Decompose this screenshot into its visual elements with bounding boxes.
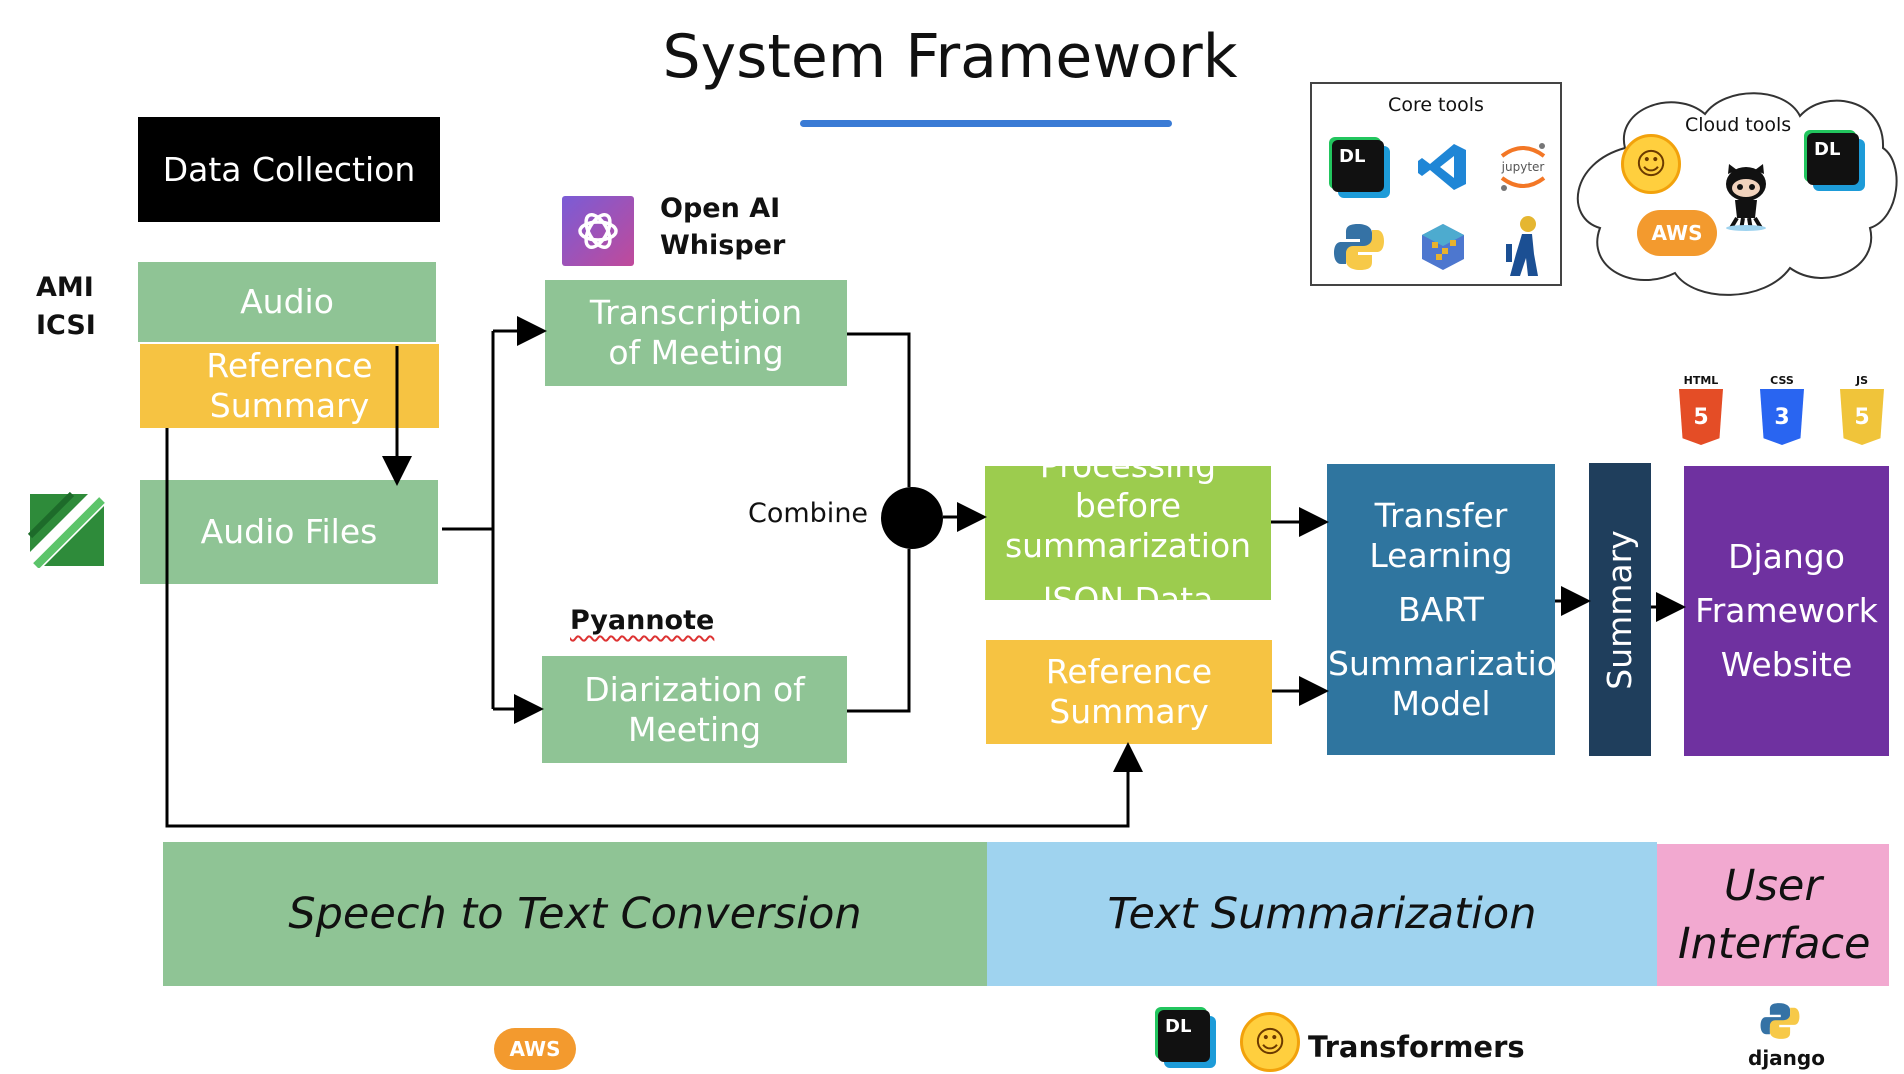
css3-number: 3 <box>1774 404 1790 430</box>
audio-label: Audio <box>240 282 334 321</box>
combine-node <box>881 487 943 549</box>
transformers-label: Transformers <box>1308 1030 1525 1064</box>
datalore-icon-text: DL <box>1339 146 1366 167</box>
html5-icon: 5 <box>1679 389 1723 445</box>
speech-to-text-label: Speech to Text Conversion <box>288 889 862 939</box>
numpy-icon <box>1418 222 1468 272</box>
website-box: Django Framework Website <box>1684 466 1889 756</box>
data-collection-label: Data Collection <box>162 149 416 189</box>
datalore-bottom-icon: DL <box>1158 1010 1210 1062</box>
diarization-to-combine-line <box>847 549 911 713</box>
html5-number: 5 <box>1693 404 1709 430</box>
django-label: django <box>1748 1046 1825 1070</box>
speech-to-text-band: Speech to Text Conversion <box>163 842 987 986</box>
css-badge-caption: CSS <box>1770 374 1794 387</box>
user-interface-label: User Interface <box>1678 861 1871 969</box>
json-data-label: JSON Data <box>1042 580 1214 619</box>
aws-bottom-icon: AWS <box>494 1028 576 1070</box>
datalore-icon-text: DL <box>1814 139 1841 160</box>
page-title: System Framework <box>662 22 1238 92</box>
audio-files-box: Audio Files <box>140 480 438 584</box>
title-underline <box>800 120 1172 127</box>
js-icon: 5 <box>1840 389 1884 445</box>
django-python-icon <box>1752 1000 1808 1042</box>
dataset-label-ami: AMI <box>36 272 94 303</box>
website-label: Website <box>1720 645 1853 684</box>
reference-summary-mid-label: Reference Summary <box>1045 652 1213 731</box>
dataset-label-icsi: ICSI <box>36 310 96 341</box>
cloud-tools-panel: Cloud tools ☺ DL AWS <box>1565 78 1900 306</box>
combine-label: Combine <box>748 498 869 529</box>
core-tools-panel: Core tools DL jupyter <box>1310 82 1562 286</box>
openai-whisper-label: Open AI Whisper <box>660 193 786 261</box>
core-tools-label: Core tools <box>1388 94 1484 116</box>
user-interface-band: User Interface <box>1657 844 1889 986</box>
transcription-to-combine-line <box>847 332 911 487</box>
diarization-label: Diarization of Meeting <box>570 670 820 750</box>
openai-icon <box>562 196 634 266</box>
python-icon <box>1332 220 1386 274</box>
summary-box: Summary <box>1589 463 1651 756</box>
datalore-icon: DL <box>1332 140 1384 192</box>
transcription-label: Transcription of Meeting <box>589 293 803 372</box>
js-number: 5 <box>1854 404 1870 430</box>
pyannote-label: Pyannote <box>570 605 714 636</box>
left-ref-to-mid-ref-arrow <box>165 428 1143 828</box>
transcription-box: Transcription of Meeting <box>545 280 847 386</box>
jupyter-icon: jupyter <box>1494 138 1552 196</box>
datalore-bottom-text: DL <box>1165 1016 1192 1037</box>
html-badge-caption: HTML <box>1683 374 1719 387</box>
bart-label: BART <box>1398 589 1484 629</box>
audio-box: Audio <box>138 262 436 342</box>
text-summarization-label: Text Summarization <box>1107 889 1537 939</box>
diarization-box: Diarization of Meeting <box>542 656 847 763</box>
transfer-learning-label: Transfer Learning <box>1369 495 1513 575</box>
website-framework-label: Framework <box>1695 591 1878 630</box>
cloud-tools-label: Cloud tools <box>1685 114 1792 136</box>
bart-model-box: Transfer Learning BART Summarization Mod… <box>1327 464 1578 755</box>
ffmpeg-icon <box>27 491 106 569</box>
diarization-text: Diarization of Meeting <box>584 669 805 749</box>
js-badge-caption: JS <box>1855 374 1868 387</box>
processing-box: Processing before summarization JSON Dat… <box>985 446 1271 619</box>
reference-summary-mid-box: Reference Summary <box>986 640 1272 744</box>
github-octocat-icon <box>1715 162 1777 232</box>
reference-summary-left-label: Reference Summary <box>206 346 373 425</box>
huggingface-bottom-icon: ☺ <box>1240 1012 1300 1072</box>
pandas-icon <box>1498 214 1548 278</box>
data-collection-header: Data Collection <box>138 117 440 222</box>
jupyter-text: jupyter <box>1501 160 1545 174</box>
aws-icon: AWS <box>1637 210 1717 256</box>
datalore-icon: DL <box>1807 133 1859 185</box>
summarization-model-label: Summarization Model <box>1328 643 1578 723</box>
css3-icon: 3 <box>1760 389 1804 445</box>
processing-label: Processing before summarization <box>1004 446 1252 565</box>
audio-files-label: Audio Files <box>200 512 378 551</box>
text-summarization-band: Text Summarization <box>987 842 1657 986</box>
reference-summary-left-box: Reference Summary <box>140 344 439 428</box>
aws-bottom-text: AWS <box>509 1037 561 1061</box>
vscode-icon <box>1416 140 1470 194</box>
huggingface-icon: ☺ <box>1621 134 1681 194</box>
pyannote-text: Pyannote <box>570 605 715 636</box>
aws-icon-text: AWS <box>1651 221 1703 245</box>
website-django-label: Django <box>1728 537 1845 576</box>
